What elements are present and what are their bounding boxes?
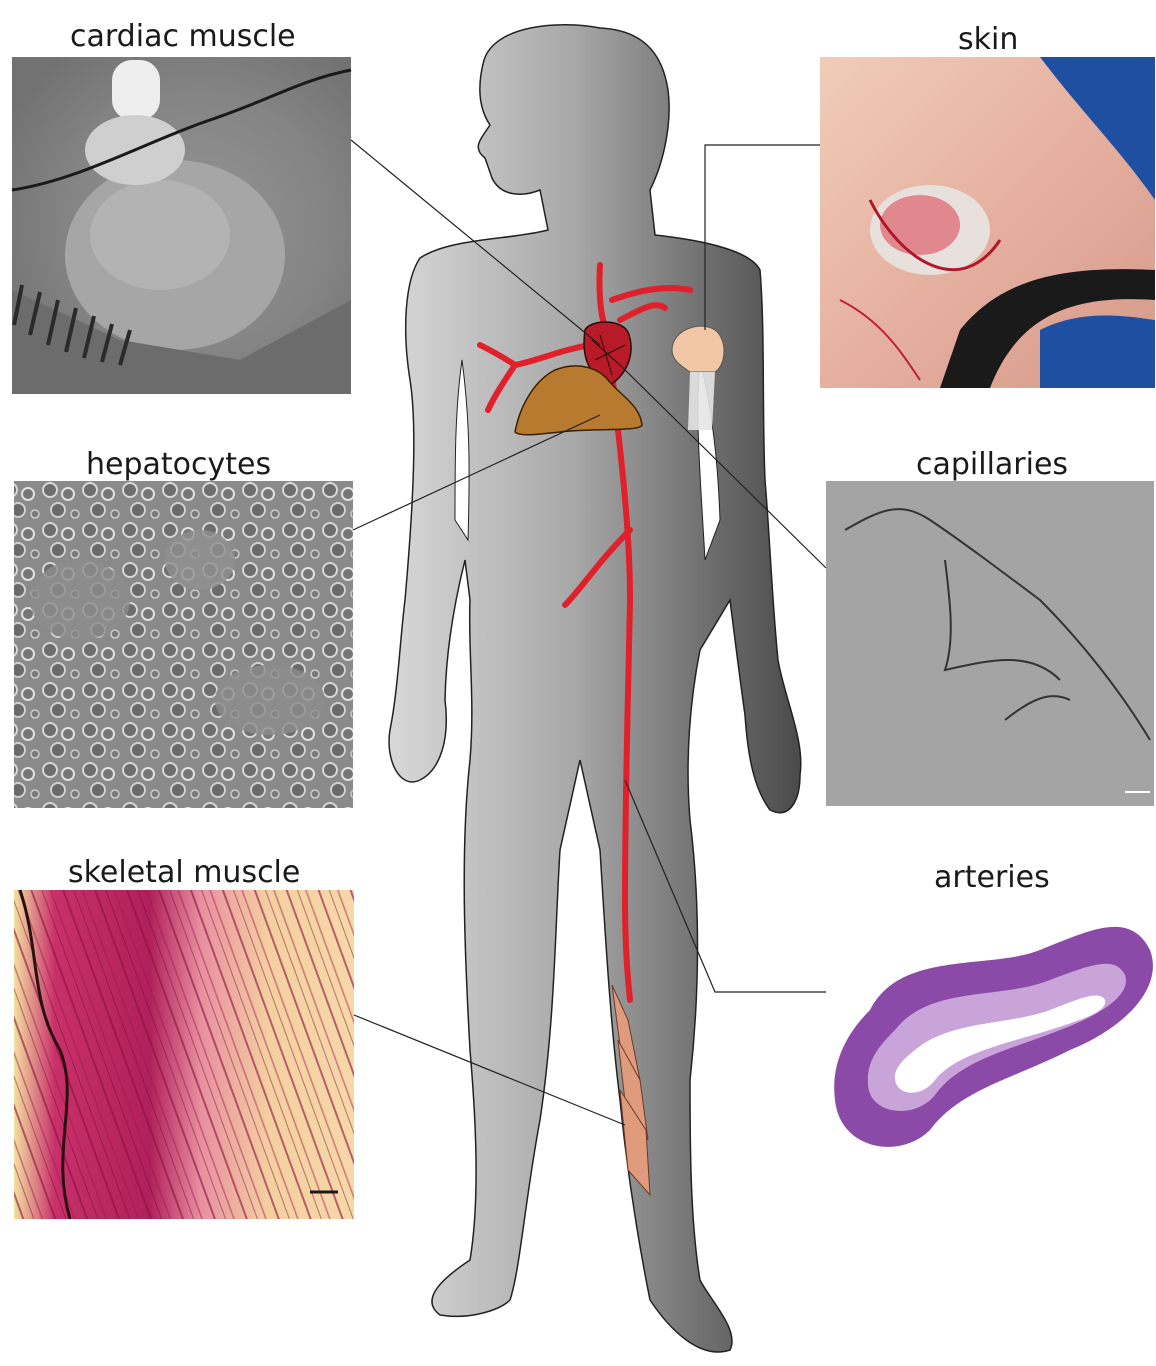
artery-cross-section-image	[834, 927, 1153, 1147]
hepatocytes-image	[14, 481, 353, 808]
capillaries-image	[826, 481, 1154, 806]
cardiac-muscle-image	[12, 57, 351, 394]
human-body-silhouette	[389, 25, 801, 1352]
skin-image	[820, 57, 1155, 388]
skeletal-muscle-image	[14, 890, 354, 1219]
upper-arm-highlight	[688, 372, 715, 430]
